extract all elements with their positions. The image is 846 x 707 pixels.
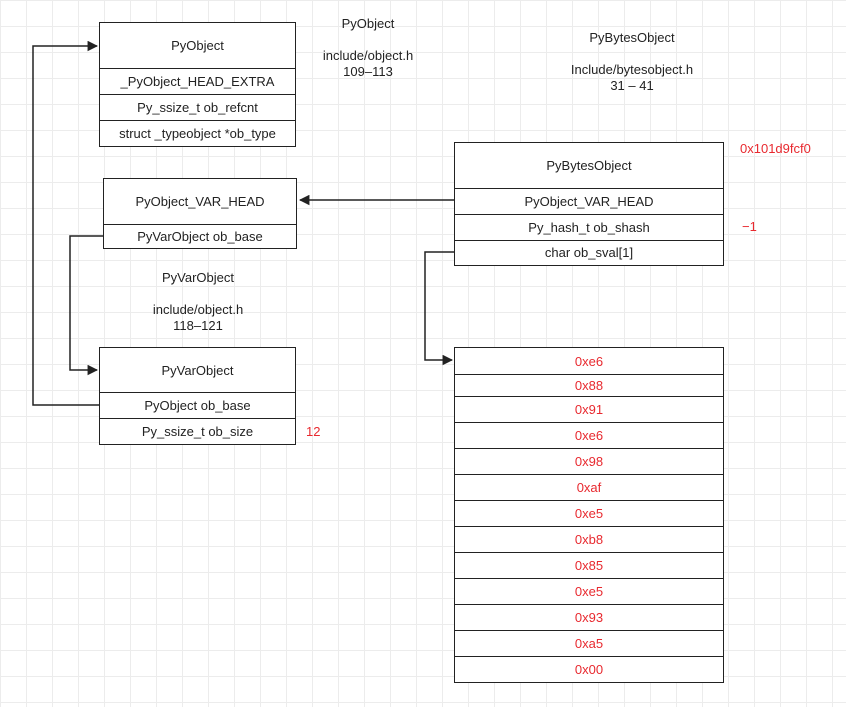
bytesobject-source-note: PyBytesObject Include/bytesobject.h 31 –… (552, 30, 712, 94)
pyobject-field-refcnt: Py_ssize_t ob_refcnt (100, 94, 295, 120)
note-file-path: Include/bytesobject.h (570, 62, 694, 77)
note-line-range: 109–113 (343, 64, 393, 79)
byte-cell: 0xe6 (574, 353, 604, 369)
pyvarobject-source-note: PyVarObject include/object.h 118–121 (133, 270, 263, 334)
bytesobject-box: PyBytesObject PyObject_VAR_HEAD Py_hash_… (454, 142, 724, 266)
note-line-range: 118–121 (173, 318, 223, 333)
bytesobject-title: PyBytesObject (546, 158, 632, 173)
byte-cell: 0x88 (455, 374, 723, 396)
byte-cell: 0xaf (455, 474, 723, 500)
note-file-path: include/object.h (152, 302, 244, 317)
byte-cell: 0xe6 (455, 422, 723, 448)
ob-sval-byte-array: 0xe6 0x88 0x91 0xe6 0x98 0xaf 0xe5 0xb8 … (454, 347, 724, 683)
byte-cell: 0x98 (455, 448, 723, 474)
pyvarobject-box: PyVarObject PyObject ob_base Py_ssize_t … (99, 347, 296, 445)
pyvarobject-title: PyVarObject (161, 362, 234, 378)
pyobject-field-type: struct _typeobject *ob_type (100, 120, 295, 146)
byte-cell: 0x93 (455, 604, 723, 630)
pyobject-box: PyObject _PyObject_HEAD_EXTRA Py_ssize_t… (99, 22, 296, 147)
note-file-path: include/object.h (322, 48, 414, 63)
pyobject-title: PyObject (171, 38, 224, 53)
byte-cell: 0xe5 (455, 578, 723, 604)
byte-cell: 0x00 (455, 656, 723, 681)
note-line-range: 31 – 41 (610, 78, 654, 93)
pyobject-source-note: PyObject include/object.h 109–113 (308, 16, 428, 80)
var-head-field-ob-base: PyVarObject ob_base (104, 224, 296, 248)
var-head-box: PyObject_VAR_HEAD PyVarObject ob_base (103, 178, 297, 249)
bytesobject-field-var-head: PyObject_VAR_HEAD (455, 188, 723, 214)
ob-size-value: 12 (306, 424, 321, 439)
shash-value: −1 (742, 219, 757, 234)
byte-cell: 0xe5 (455, 500, 723, 526)
pyvarobject-field-ob-base: PyObject ob_base (100, 392, 295, 418)
bytesobject-field-shash: Py_hash_t ob_shash (455, 214, 723, 240)
pyobject-field-head-extra: _PyObject_HEAD_EXTRA (100, 68, 295, 94)
byte-cell: 0x85 (455, 552, 723, 578)
byte-cell: 0xb8 (455, 526, 723, 552)
object-address: 0x101d9fcf0 (740, 141, 811, 156)
byte-cell: 0x91 (455, 396, 723, 422)
arrow-ob-base-to-pyobject (32, 40, 100, 406)
arrow-ob-sval-to-bytes (424, 251, 455, 366)
var-head-title: PyObject_VAR_HEAD (135, 194, 265, 209)
note-struct-name: PyObject (341, 16, 395, 31)
pyvarobject-field-ob-size: Py_ssize_t ob_size (100, 418, 295, 444)
note-struct-name: PyBytesObject (589, 30, 675, 45)
note-struct-name: PyVarObject (161, 270, 234, 285)
bytesobject-field-ob-sval: char ob_sval[1] (455, 240, 723, 264)
byte-cell: 0xa5 (455, 630, 723, 656)
